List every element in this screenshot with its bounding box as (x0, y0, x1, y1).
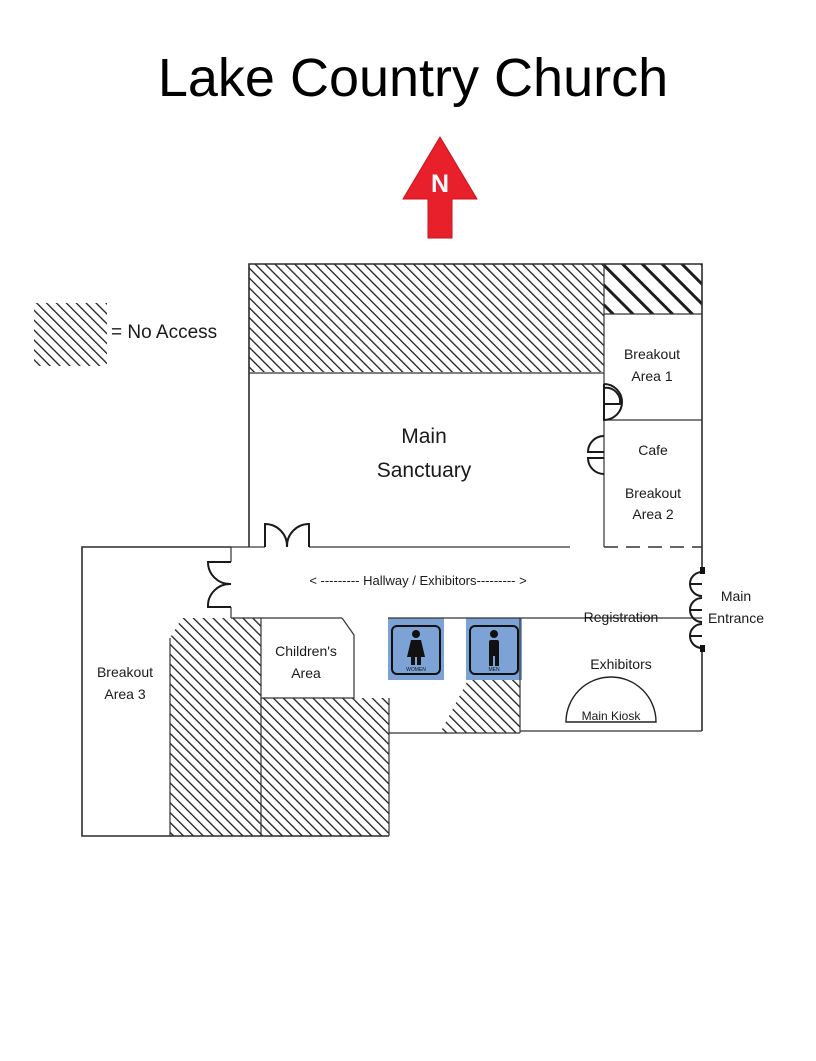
breakout-area-3-label-line1: Breakout (97, 664, 153, 680)
exhibitors-label: Exhibitors (590, 656, 651, 672)
women-restroom-label: WOMEN (406, 667, 426, 673)
breakout-area-2-label-line2: Area 2 (632, 506, 673, 522)
cafe-door (586, 435, 605, 475)
no-access-area-south (261, 698, 389, 836)
no-access-area-northeast (604, 264, 702, 314)
childrens-area-label-line1: Children's (275, 643, 337, 659)
men-restroom-label: MEN (488, 667, 500, 673)
main-sanctuary-label-line2: Sanctuary (377, 459, 472, 482)
legend-label: = No Access (111, 322, 217, 343)
building-walls (81, 263, 703, 837)
hallway-label: < --------- Hallway / Exhibitors--------… (309, 573, 526, 588)
breakout-area-1-label-line1: Breakout (624, 346, 680, 362)
main-kiosk: Main Kiosk (565, 676, 657, 723)
breakout-area-2-label-line1: Breakout (625, 485, 681, 501)
page-title: Lake Country Church (158, 48, 668, 108)
legend-hatch-swatch (34, 303, 107, 366)
breakout-area-3-label-line2: Area 3 (104, 686, 145, 702)
north-arrow-icon: N (402, 136, 478, 239)
main-sanctuary-label-line1: Main (401, 425, 447, 448)
restroom-men: MEN (466, 618, 522, 680)
restroom-women: WOMEN (388, 618, 444, 680)
no-access-area-west (170, 618, 261, 836)
main-entrance-label-line1: Main (721, 588, 751, 604)
north-arrow-letter: N (431, 170, 449, 198)
main-kiosk-label: Main Kiosk (582, 709, 642, 723)
sanctuary-door (264, 522, 310, 548)
breakout-area-1-door (603, 383, 623, 422)
breakout-area-3-door (206, 561, 232, 608)
main-entrance-label-line2: Entrance (708, 610, 764, 626)
legend: = No Access (34, 303, 217, 366)
women-restroom-icon (407, 630, 425, 665)
registration-label: Registration (584, 609, 659, 625)
cafe-label: Cafe (638, 442, 668, 458)
no-access-area-restroom-corridor (440, 680, 520, 733)
main-entrance-doors (688, 567, 705, 652)
childrens-area-label-line2: Area (291, 665, 321, 681)
no-access-area-north (249, 264, 604, 372)
men-restroom-icon (489, 630, 499, 666)
breakout-area-1-label-line2: Area 1 (631, 368, 672, 384)
